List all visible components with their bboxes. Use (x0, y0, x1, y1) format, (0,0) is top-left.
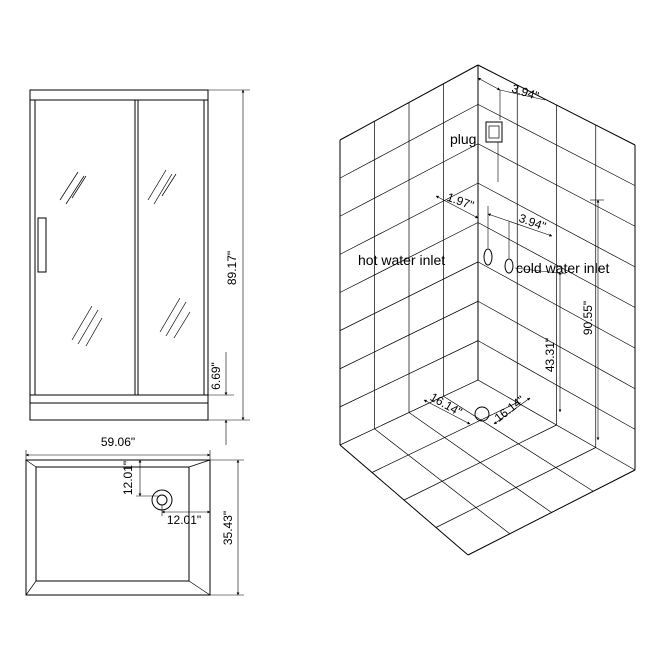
tile-grid-line (435, 447, 596, 528)
right-door-panel (137, 99, 205, 396)
hot-water-inlet-icon (483, 248, 493, 266)
width-label: 59.06" (101, 435, 135, 449)
drain-right-label: 16.14" (492, 393, 528, 425)
tile-grid-line (477, 182, 636, 268)
cold-water-inlet-label: cold water inlet (516, 260, 609, 276)
drain-position-dimensions (423, 397, 531, 425)
inlet-height-label: 43.31" (543, 338, 557, 372)
plug-offset-label: 3.94" (510, 81, 541, 103)
tile-grid-line (477, 143, 636, 227)
tile-grid-line (339, 143, 479, 217)
tile-grid-line (408, 412, 552, 513)
plug-offset-dimension (477, 77, 546, 120)
left-door-panel (34, 99, 136, 396)
inlet-offset-dimensions (435, 194, 553, 258)
tile-grid-line (477, 222, 636, 308)
drain-left-label: 16.14" (428, 390, 465, 419)
tray-outline (25, 459, 211, 596)
tile-grid-line (477, 261, 636, 349)
drain-offset-vertical-label: 12.01" (121, 461, 135, 495)
tile-grid-line (339, 222, 479, 293)
tile-grid (339, 83, 636, 535)
cold-water-inlet-icon (504, 258, 514, 274)
base-height-dimension (208, 352, 234, 445)
door-handle (37, 217, 47, 273)
tile-grid-line (374, 428, 510, 535)
drain-offset-horizontal-label: 12.01" (167, 513, 201, 527)
inlet-height-dimension (514, 267, 567, 413)
front-view: 89.17" 6.69" (29, 89, 250, 445)
top-view: 59.06" 12.01" 12.01" 35.43" (25, 435, 244, 596)
floor-drain-icon (474, 406, 490, 422)
glass-reflection-marks (59, 169, 191, 347)
tile-grid-line (339, 340, 479, 408)
depth-dimension (210, 459, 244, 596)
base-height-label: 6.69" (209, 362, 223, 390)
tile-grid-line (339, 300, 479, 370)
tile-grid-line (477, 104, 636, 186)
tile-grid-line (339, 182, 479, 255)
tile-grid-line (477, 340, 636, 430)
depth-label: 35.43" (221, 511, 235, 545)
front-outline (29, 89, 209, 421)
height-label: 89.17" (225, 251, 239, 285)
drain-offset-dimensions (136, 459, 211, 516)
height-dimension (208, 89, 250, 421)
tile-grid-line (339, 104, 479, 179)
isometric-view: plug 3.94" hot water inlet cold water in… (339, 64, 636, 556)
plug-label: plug (450, 131, 476, 147)
hot-water-inlet-label: hot water inlet (358, 252, 445, 268)
tray-inner-basin (35, 466, 190, 582)
plug-icon (485, 121, 503, 143)
inlet-spacing-label: 3.94" (517, 211, 548, 234)
tile-grid-line (339, 261, 479, 331)
total-height-label: 90.55" (581, 301, 595, 335)
tile-grid-line (477, 300, 636, 390)
total-height-dimension (590, 199, 604, 441)
hot-inlet-offset-label: 1.97" (445, 190, 476, 213)
